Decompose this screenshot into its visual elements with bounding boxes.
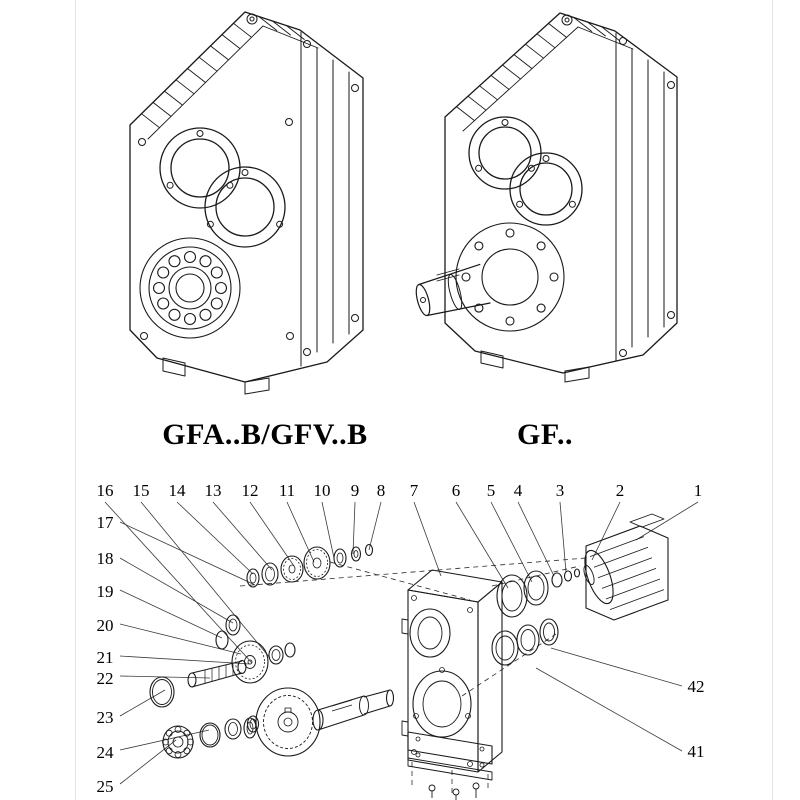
callout-42: 42 <box>687 677 705 696</box>
callout-3: 3 <box>555 481 565 500</box>
output-side-rings <box>491 618 559 666</box>
input-bore-upper <box>468 116 542 190</box>
intermediate-gear-set <box>215 614 296 684</box>
input-bore-lower <box>509 152 583 226</box>
callout-11: 11 <box>278 481 296 500</box>
bottom-cover-plate <box>407 731 493 800</box>
oil-filler-plug <box>561 14 573 26</box>
photo-right-edge <box>772 0 773 800</box>
output-bearing-bore <box>139 237 241 339</box>
output-shaft <box>415 263 491 317</box>
mounting-feet <box>162 357 270 395</box>
callout-20: 20 <box>96 616 114 635</box>
gear-housing <box>401 569 503 773</box>
callout-21: 21 <box>96 648 114 667</box>
input-bore-lower <box>204 166 286 248</box>
callout-16: 16 <box>96 481 114 500</box>
callout-24: 24 <box>96 743 114 762</box>
output-bearing-set <box>162 715 260 759</box>
model-label-gfab: GFA..B/GFV..B <box>162 418 368 451</box>
callout-14: 14 <box>168 481 186 500</box>
callout-17: 17 <box>96 513 114 532</box>
callout-25: 25 <box>96 777 114 796</box>
oil-filler-plug <box>246 13 258 25</box>
callout-8: 8 <box>376 481 386 500</box>
callout-22: 22 <box>96 669 114 688</box>
output-flange <box>455 222 565 332</box>
side-bolt-holes <box>303 40 359 356</box>
mounting-feet <box>480 350 590 383</box>
callout-2: 2 <box>615 481 625 500</box>
model-label-gf: GF.. <box>517 418 573 451</box>
callout-15: 15 <box>132 481 150 500</box>
cooling-fins <box>456 17 634 132</box>
callout-13: 13 <box>204 481 222 500</box>
callout-12: 12 <box>241 481 259 500</box>
photo-left-edge <box>75 0 76 800</box>
pinion-shaft <box>187 659 247 688</box>
gearbox-drawing-gf <box>415 12 678 383</box>
callout-19: 19 <box>96 582 114 601</box>
callout-7: 7 <box>409 481 419 500</box>
callout-23: 23 <box>96 708 114 727</box>
input-side-rings <box>496 568 581 618</box>
side-bolt-holes <box>619 37 675 357</box>
callout-10: 10 <box>313 481 331 500</box>
cooling-fins <box>141 16 319 140</box>
callout-4: 4 <box>513 481 523 500</box>
motor <box>583 513 669 621</box>
callout-9: 9 <box>350 481 360 500</box>
front-bolt-holes <box>138 118 294 340</box>
output-helical-gear <box>243 687 321 757</box>
housing-outline <box>444 12 678 374</box>
housing-outline <box>129 11 364 383</box>
side-ribs <box>631 48 665 348</box>
callout-41: 41 <box>687 742 705 761</box>
output-shaft <box>312 689 395 731</box>
retaining-ring-23 <box>149 676 175 708</box>
gearbox-drawing-gfab <box>129 11 364 395</box>
side-ribs <box>316 47 350 353</box>
input-shaft-parts <box>246 543 374 588</box>
input-bore-upper <box>159 127 241 209</box>
leader-lines <box>104 501 699 785</box>
callout-1: 1 <box>693 481 703 500</box>
exploded-parts-diagram <box>104 501 699 800</box>
cover-bolts <box>428 782 480 800</box>
callout-6: 6 <box>451 481 461 500</box>
callout-18: 18 <box>96 549 114 568</box>
callout-5: 5 <box>486 481 496 500</box>
